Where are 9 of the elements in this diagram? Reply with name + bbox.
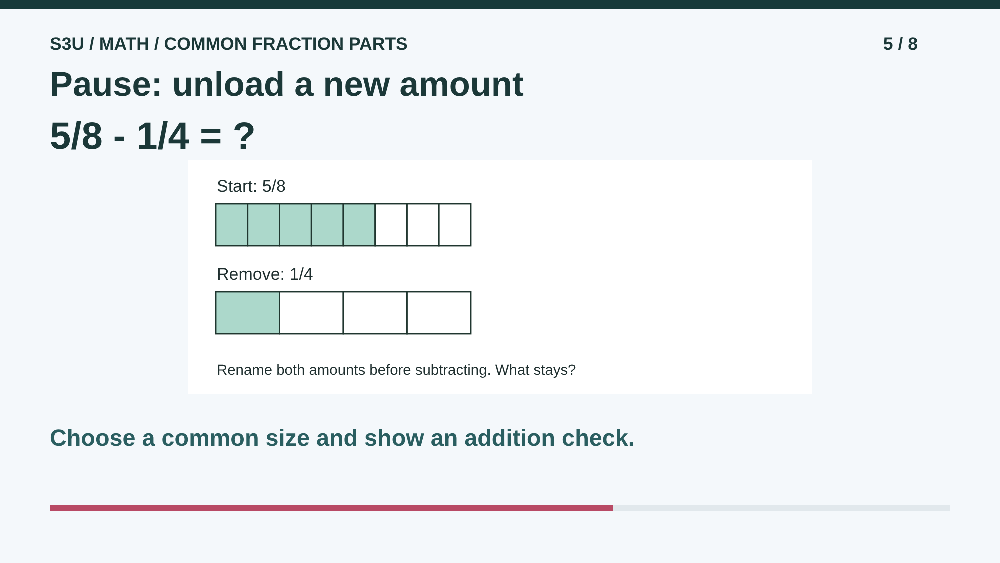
equation: 5/8 - 1/4 = ? [50, 118, 256, 156]
bar-label: Remove: 1/4 [217, 266, 314, 283]
breadcrumb: S3U / MATH / COMMON FRACTION PARTS [50, 36, 408, 54]
bar-label: Start: 5/8 [217, 178, 286, 195]
page-number: 5 / 8 [883, 36, 918, 54]
prompt-card [188, 160, 812, 394]
slide-title: Pause: unload a new amount [50, 68, 524, 102]
task-text: Choose a common size and show an addition check. [50, 427, 635, 450]
instruction-text: Rename both amounts before subtracting. What stays? [217, 364, 576, 379]
